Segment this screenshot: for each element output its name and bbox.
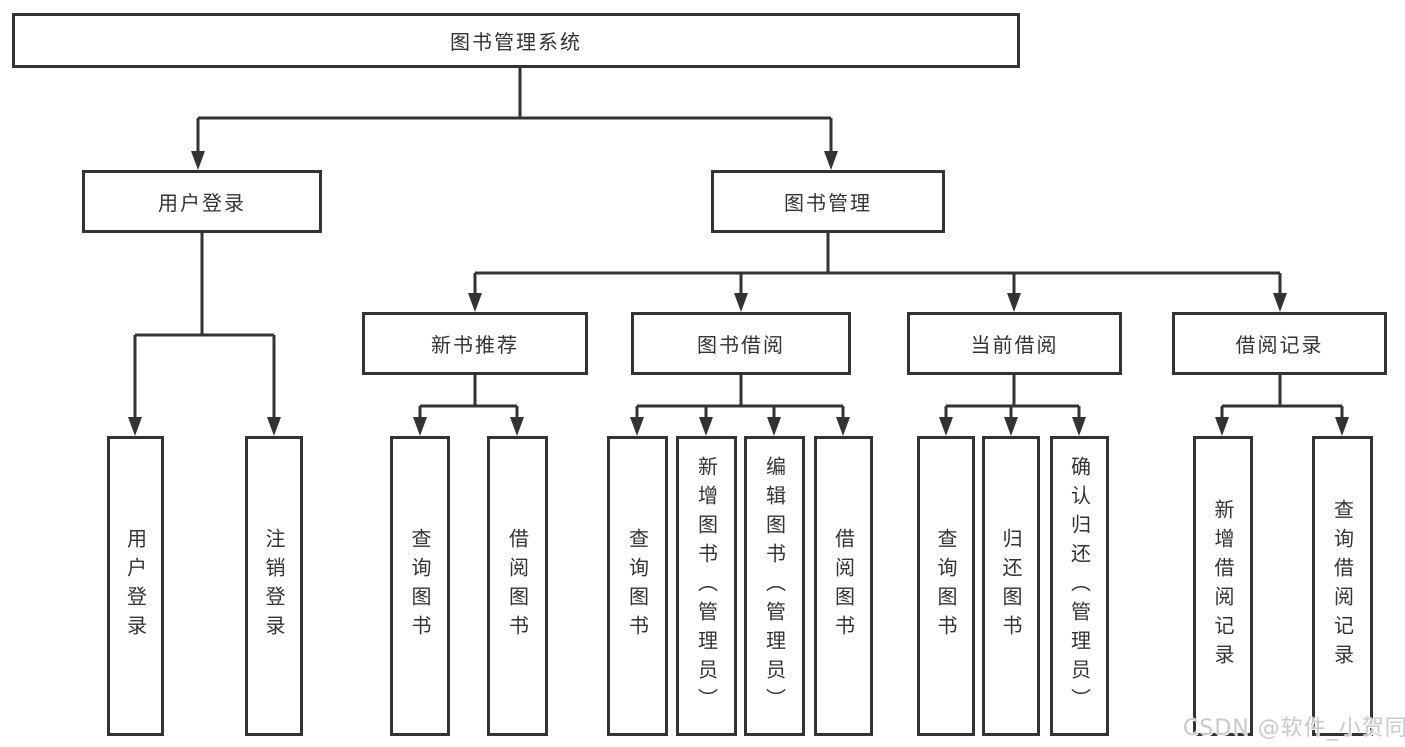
arrow-down-icon	[824, 151, 838, 170]
arrow-down-icon	[191, 151, 205, 170]
arrow-down-icon	[510, 417, 524, 436]
arrow-down-icon	[128, 417, 142, 436]
connector-current-borrow-children	[944, 374, 1081, 418]
node-book-management: 图书管理	[711, 170, 945, 233]
node-new-book-recommend: 新书推荐	[362, 312, 588, 375]
node-borrow-records: 借阅记录	[1172, 312, 1387, 375]
leaf-user-login: 用户登录	[107, 436, 164, 736]
arrow-down-icon	[699, 417, 713, 436]
node-user-login: 用户登录	[82, 170, 322, 233]
arrow-down-icon	[413, 417, 427, 436]
arrow-down-icon	[836, 417, 850, 436]
leaf-current-confirm-return-admin: 确认归还（管理员）	[1050, 436, 1109, 736]
node-current-borrow: 当前借阅	[907, 312, 1122, 375]
arrow-down-icon	[1007, 293, 1021, 312]
arrow-down-icon	[267, 417, 281, 436]
arrow-down-icon	[1004, 417, 1018, 436]
arrow-down-icon	[1273, 293, 1287, 312]
connector-root-to-level2	[196, 68, 833, 152]
arrow-down-icon	[468, 293, 482, 312]
leaf-records-add-record: 新增借阅记录	[1193, 436, 1253, 736]
arrowheads	[128, 151, 1349, 436]
arrow-down-icon	[767, 417, 781, 436]
arrow-down-icon	[734, 293, 748, 312]
leaf-borrow-edit-book-admin: 编辑图书（管理员）	[744, 436, 805, 736]
leaf-current-return-book: 归还图书	[982, 436, 1040, 736]
leaf-logout: 注销登录	[245, 436, 303, 736]
leaf-records-query-record: 查询借阅记录	[1312, 436, 1373, 736]
leaf-borrow-borrow-book: 借阅图书	[814, 436, 873, 736]
leaf-borrow-add-book-admin: 新增图书（管理员）	[676, 436, 737, 736]
leaf-newrec-borrow-book: 借阅图书	[487, 436, 548, 736]
node-library-management-system: 图书管理系统	[12, 13, 1020, 68]
connector-user-login-children	[133, 232, 276, 418]
connector-book-management-children	[473, 232, 1282, 294]
leaf-newrec-query-book: 查询图书	[390, 436, 450, 736]
node-book-borrow: 图书借阅	[631, 312, 851, 375]
arrow-down-icon	[1072, 417, 1086, 436]
connector-borrow-records-children	[1220, 374, 1344, 418]
leaf-current-query-book: 查询图书	[917, 436, 975, 736]
connector-book-borrow-children	[635, 374, 845, 418]
connector-new-book-children	[418, 374, 519, 418]
arrow-down-icon	[939, 417, 953, 436]
leaf-borrow-query-book: 查询图书	[607, 436, 668, 736]
arrow-down-icon	[1335, 417, 1349, 436]
arrow-down-icon	[630, 417, 644, 436]
csdn-watermark: CSDN @软件_小贺同学	[1183, 716, 1405, 741]
arrow-down-icon	[1215, 417, 1229, 436]
